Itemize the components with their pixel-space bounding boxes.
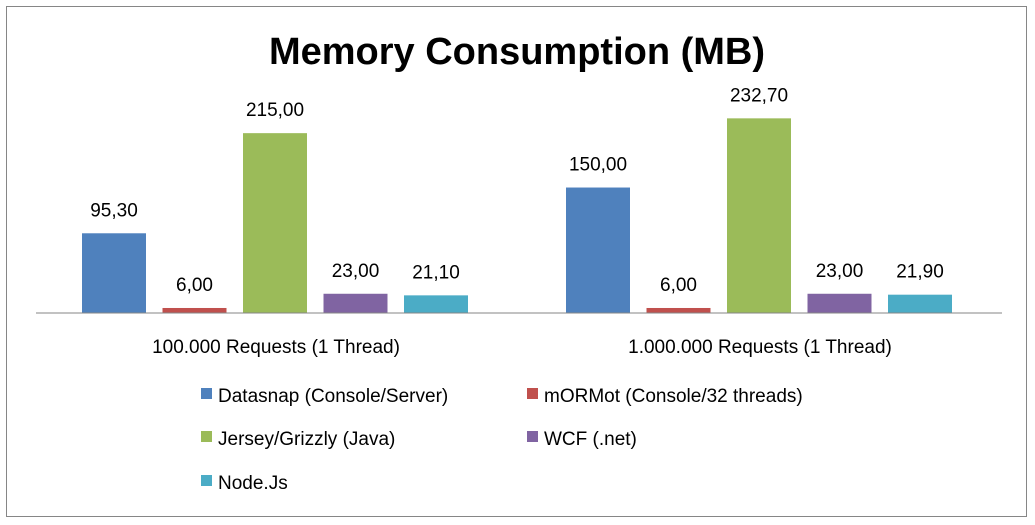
category-axis-labels: 100.000 Requests (1 Thread) 1.000.000 Req… [152, 337, 892, 358]
legend-swatch [527, 388, 538, 399]
chart-title: Memory Consumption (MB) [269, 31, 765, 73]
bar [323, 293, 388, 313]
legend-label: Node.Js [218, 473, 288, 494]
bar [888, 294, 952, 313]
plot-area: 95,30 6,00 215,00 23,00 21,10 150,00 6,00 232,7… [82, 85, 952, 313]
data-label: 21,90 [896, 262, 944, 283]
legend-swatch [527, 431, 538, 442]
data-label: 23,00 [332, 261, 380, 282]
bar [646, 307, 711, 313]
data-label: 95,30 [90, 200, 138, 221]
data-label: 6,00 [660, 275, 697, 296]
bar [566, 187, 630, 313]
bar [727, 118, 791, 313]
data-label: 215,00 [246, 100, 304, 121]
bar [807, 293, 872, 313]
legend: Datasnap (Console/Server) mORMot (Console… [201, 386, 803, 494]
bar [243, 133, 307, 313]
data-label: 23,00 [816, 261, 864, 282]
legend-label: Datasnap (Console/Server) [218, 386, 448, 407]
data-label: 21,10 [412, 262, 460, 283]
category-label: 1.000.000 Requests (1 Thread) [628, 337, 892, 358]
legend-swatch [201, 388, 212, 399]
bar [82, 233, 146, 313]
legend-label: mORMot (Console/32 threads) [544, 386, 803, 407]
bar [162, 307, 227, 313]
legend-swatch [201, 475, 212, 486]
data-label: 232,70 [730, 85, 788, 106]
chart-area [6, 6, 1027, 517]
data-label: 150,00 [569, 155, 627, 176]
legend-swatch [201, 431, 212, 442]
legend-label: Jersey/Grizzly (Java) [218, 429, 395, 450]
data-label: 6,00 [176, 275, 213, 296]
bar [404, 295, 468, 313]
category-label: 100.000 Requests (1 Thread) [152, 337, 400, 358]
legend-label: WCF (.net) [544, 429, 637, 450]
